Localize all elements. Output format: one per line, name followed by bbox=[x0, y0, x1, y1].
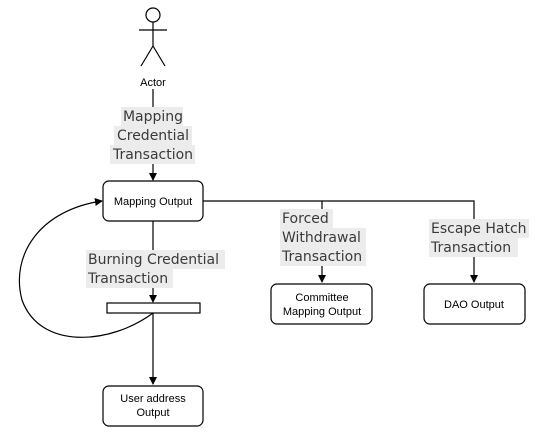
node-dao-output[interactable]: DAO Output bbox=[423, 283, 526, 325]
label-escape-hatch-transaction: Escape Hatch Transaction bbox=[429, 219, 529, 257]
committee-line-2: Mapping Output bbox=[283, 306, 361, 318]
mapping-output-label: Mapping Output bbox=[114, 196, 192, 208]
forced-withdrawal-line-3: Transaction bbox=[281, 249, 362, 265]
user-address-line-1: User address bbox=[120, 393, 186, 405]
burning-credential-line-2: Transaction bbox=[87, 271, 168, 287]
label-forced-withdrawal-transaction: Forced Withdrawal Transaction bbox=[280, 209, 366, 266]
node-user-address-output[interactable]: User address Output bbox=[102, 385, 204, 427]
forced-withdrawal-line-1: Forced bbox=[282, 211, 329, 227]
label-mapping-credential-transaction: Mapping Credential Transaction bbox=[110, 107, 195, 164]
actor-label: Actor bbox=[140, 77, 166, 89]
node-committee-mapping-output[interactable]: Committee Mapping Output bbox=[270, 283, 373, 325]
user-address-line-2: Output bbox=[136, 407, 169, 419]
committee-line-1: Committee bbox=[295, 292, 348, 304]
mapping-credential-line-1: Mapping bbox=[123, 109, 183, 125]
mapping-credential-line-3: Transaction bbox=[112, 147, 193, 163]
actor-figure[interactable] bbox=[139, 7, 167, 67]
dao-output-label: DAO Output bbox=[444, 299, 504, 311]
burning-credential-line-1: Burning Credential bbox=[88, 252, 219, 268]
actor-left-leg bbox=[140, 45, 154, 67]
escape-hatch-line-2: Transaction bbox=[430, 240, 511, 256]
label-burning-credential-transaction: Burning Credential Transaction bbox=[86, 250, 225, 288]
node-mapping-output[interactable]: Mapping Output bbox=[102, 180, 204, 222]
mapping-credential-line-2: Credential bbox=[117, 128, 189, 144]
edges bbox=[18, 89, 478, 385]
forced-withdrawal-line-2: Withdrawal bbox=[282, 230, 361, 246]
edge-loop-back[interactable] bbox=[18, 198, 154, 338]
escape-hatch-line-1: Escape Hatch bbox=[431, 221, 527, 237]
burn-bar[interactable] bbox=[106, 302, 201, 314]
actor-head bbox=[145, 7, 161, 23]
actor-right-leg bbox=[152, 45, 166, 67]
